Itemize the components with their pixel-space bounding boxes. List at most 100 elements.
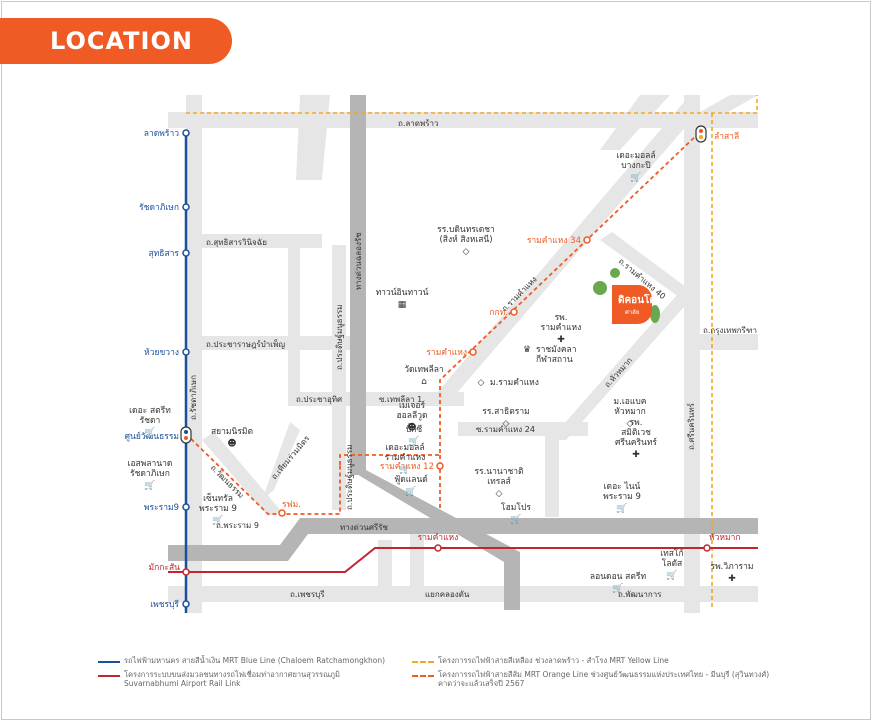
blue-station-label: ศูนย์วัฒนธรรม (125, 431, 179, 442)
red-stations: มักกะสันรามคำแหงหัวหมาก (149, 533, 741, 576)
blue-station-label: เพชรบุรี (150, 599, 179, 610)
blue-station-dot[interactable] (182, 249, 190, 257)
cart-icon: 🛒 (666, 569, 677, 581)
place-satri-ramkhamhaeng[interactable]: รร.สาธิตราม◇ (482, 407, 529, 429)
place-siam-niramit[interactable]: สยามนิรมิต☻ (211, 427, 253, 449)
red-station-label: รามคำแหง (418, 533, 459, 543)
orange-station-dot[interactable] (436, 462, 444, 470)
legend-swatch (412, 675, 434, 677)
orange-station-dot[interactable] (583, 236, 591, 244)
road-phetchaburi (168, 586, 758, 602)
place-nanachat[interactable]: รร.นานาชาติเทรลส์◇ (474, 467, 523, 499)
place-label: เอสพลานาดรัชดาภิเษก (128, 459, 173, 479)
place-tesco-lotus[interactable]: เทสโก้โลตัส🛒 (660, 548, 683, 581)
orange-station-dot[interactable] (469, 348, 477, 356)
airport-rail-link (168, 547, 758, 573)
place-label: เดอะ ไนน์พระราม 9 (603, 481, 641, 502)
legend-item: โครงการรถไฟฟ้าสายสีเหลือง ช่วงลาดพร้าว -… (412, 656, 669, 665)
place-label: รพ.สมิติเวชศรีนครินทร์ (615, 418, 657, 448)
road-lat-phrao-ext (700, 95, 758, 128)
tree-icon (650, 305, 660, 323)
road-top-diag (296, 95, 330, 180)
place-vichaiyut-hospital[interactable]: รพ.วิภาราม✚ (711, 562, 754, 584)
red-station-dot[interactable] (434, 544, 442, 552)
blue-station-dot[interactable] (182, 600, 190, 608)
blue-station-dot[interactable] (182, 129, 190, 137)
cart-icon: 🛒 (408, 435, 419, 447)
place-wat-thepleela[interactable]: วัดเทพลีลา⌂ (404, 364, 444, 387)
place-central-rama9[interactable]: เซ็นทรัลพระราม 9🛒 (199, 492, 237, 526)
place-assumption-univ[interactable]: ม.เอแบคหัวหมาก◇ (614, 397, 647, 429)
place-the-nine[interactable]: เดอะ ไนน์พระราม 9🛒 (603, 481, 641, 514)
expressway-chalong-rat (350, 95, 366, 475)
orange-line-west (185, 433, 341, 515)
place-town-in-town[interactable]: ทาวน์อินทาวน์▦ (376, 287, 429, 310)
project-building-icon (612, 285, 652, 324)
place-label: โฮมโปร (501, 502, 531, 513)
road-label-ratchada: ถ.รัชดาภิเษก (189, 375, 198, 420)
road-pracha-uthit-v (288, 234, 300, 406)
place-label: ราชมังคลากีฬาสถาน (536, 345, 577, 365)
road-label-srinakarin: ถ.ศรีนครินทร์ (686, 402, 696, 450)
place-label: เดอะมอลล์รามคำแหง (385, 442, 426, 463)
legend-swatch (412, 661, 434, 663)
blue-station-dot[interactable] (182, 203, 190, 211)
stadium-icon: ♛ (523, 345, 531, 355)
red-station-dot[interactable] (182, 568, 190, 576)
orange-station-label: รฟม. (282, 500, 301, 510)
place-the-street[interactable]: เดอะ สตรีทรัชดา🛒 (129, 405, 171, 438)
place-home-pro[interactable]: โฮมโปร🛒 (501, 502, 531, 525)
expressway-chalong-curve (350, 470, 520, 610)
place-label: รร.บดินทรเดชา(สิงห์ สิงหเสนี) (437, 225, 495, 245)
cinema-icon: ☻ (227, 438, 236, 449)
place-food-land[interactable]: ฟู้ดแลนด์🛒 (394, 474, 428, 497)
hospital-icon: ✚ (728, 574, 736, 584)
place-bodindecha[interactable]: รร.บดินทรเดชา(สิงห์ สิงหเสนี)◇ (437, 225, 495, 257)
road-label-pracha-rat: ถ.ประชาราษฎร์บำเพ็ญ (206, 339, 285, 349)
blue-station-dot[interactable] (182, 503, 190, 511)
road-label-pradit-2: ถ.ประดิษฐ์มนูธรรม (344, 445, 355, 510)
place-label: ลอนดอน สตรีท (590, 571, 647, 582)
place-ramkhamhaeng-univ[interactable]: ม.รามคำแหง◇ (478, 378, 539, 388)
legend-text: รถไฟฟ้ามหานคร สายสีน้ำเงิน MRT Blue Line… (124, 656, 386, 665)
building-icon: ▦ (398, 300, 407, 310)
cart-icon: 🛒 (405, 485, 416, 497)
road-network (168, 95, 758, 613)
cart-icon: 🛒 (144, 479, 155, 491)
blue-station-label: ลาดพร้าว (144, 128, 179, 139)
project-marker[interactable]: ดิคอนโด ศาลัย (593, 268, 660, 324)
road-khlong-tan-v (378, 540, 392, 600)
legend-text: โครงการรถไฟฟ้าสายสีเหลือง ช่วงลาดพร้าว -… (438, 656, 669, 665)
orange-station-dot[interactable] (278, 509, 286, 517)
orange-station-dot[interactable] (510, 308, 518, 316)
place-sikarin-hospital[interactable]: รพ.สมิติเวชศรีนครินทร์✚ (615, 418, 657, 460)
place-big-c[interactable]: บิ๊กซี🛒 (406, 422, 423, 447)
place-label: ม.เอแบคหัวหมาก (614, 397, 647, 417)
interchange-lam-sali[interactable] (695, 125, 707, 143)
red-station-dot[interactable] (703, 544, 711, 552)
place-the-mall-ram[interactable]: เดอะมอลล์รามคำแหง🛒 (385, 442, 426, 475)
place-lotus-stadium[interactable]: ลอนดอน สตรีท🛒 (590, 571, 647, 594)
place-label: เดอะมอลล์บางกะปิ (616, 150, 655, 171)
place-esplanade[interactable]: เอสพลานาดรัชดาภิเษก🛒 (128, 459, 173, 491)
place-rajamangala[interactable]: ราชมังคลากีฬาสถาน ♛ (523, 345, 577, 365)
temple-icon: ⌂ (421, 377, 427, 387)
cart-icon: 🛒 (510, 513, 521, 525)
places-layer: เดอะมอลล์บางกะปิ🛒รร.บดินทรเดชา(สิงห์ สิง… (128, 150, 754, 594)
blue-station-dot[interactable] (182, 348, 190, 356)
orange-station-label: รามคำแหง (426, 348, 467, 358)
road-ratchada (186, 95, 202, 613)
orange-line-main (339, 131, 701, 465)
expressway-si-rat (168, 518, 758, 561)
place-ram-hospital[interactable]: รพ.รามคำแหง✚ (541, 313, 582, 345)
interchange-cultural-center[interactable] (180, 426, 192, 444)
red-station-label: มักกะสัน (149, 563, 181, 573)
place-the-mall-bangkapi[interactable]: เดอะมอลล์บางกะปิ🛒 (616, 150, 655, 183)
road-label-phatthanakan: ถ.พัฒนาการ (618, 590, 662, 599)
place-mega-home[interactable]: เมเจอร์ฮอลลีวูด☻ (396, 400, 427, 433)
legend-text: โครงการรถไฟฟ้าสายสีส้ม MRT Orange Line ช… (438, 670, 770, 688)
cart-icon: 🛒 (616, 502, 627, 514)
